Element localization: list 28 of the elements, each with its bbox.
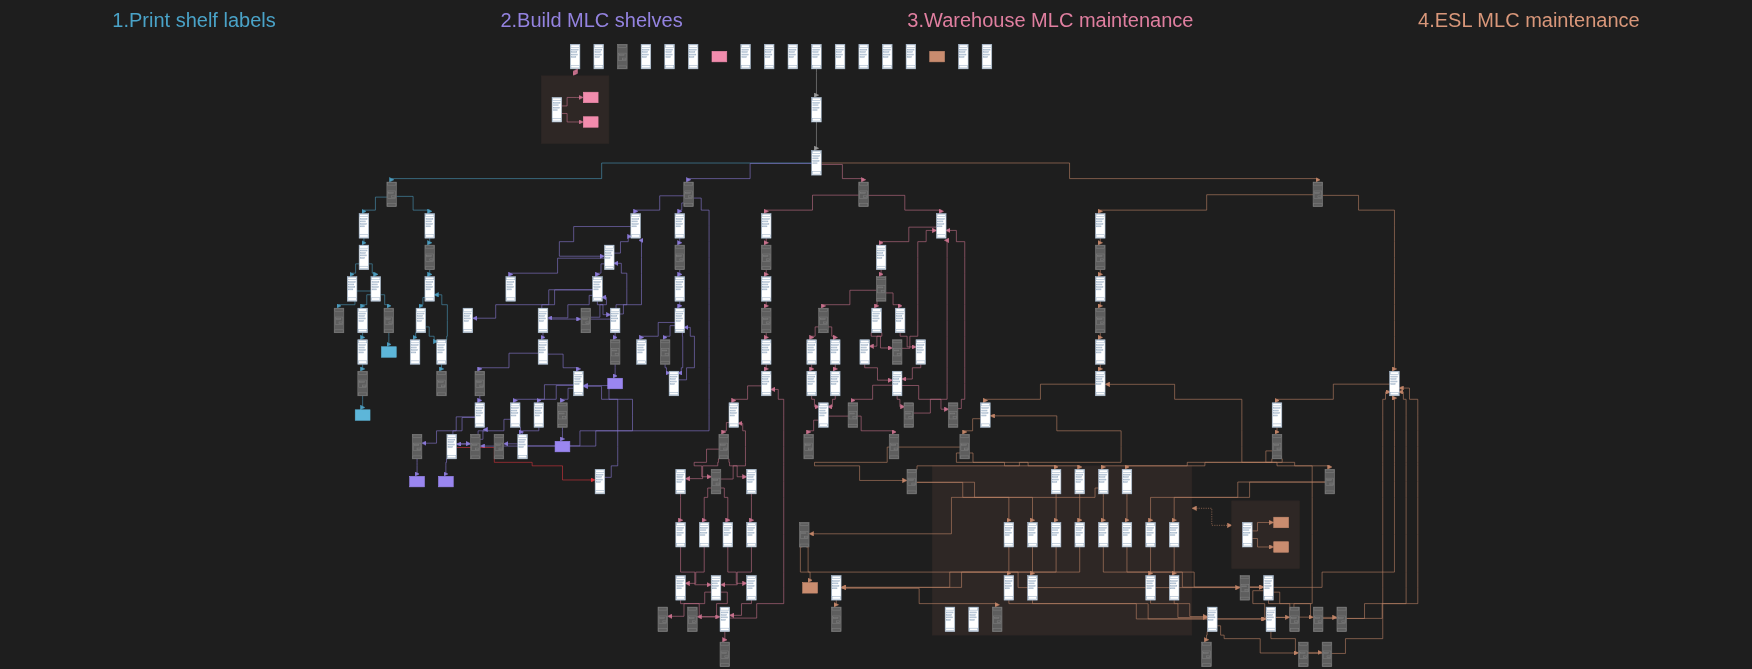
node-box [409, 476, 425, 488]
node-box [583, 91, 599, 103]
node-box [438, 476, 454, 488]
node-box [607, 377, 623, 390]
section-title: 3.Warehouse MLC maintenance [907, 8, 1194, 32]
arrow [1274, 427, 1280, 435]
node-box [381, 346, 397, 358]
node-box [929, 51, 945, 63]
section-title: 4.ESL MLC maintenance [1418, 8, 1640, 32]
node-box [1273, 516, 1289, 528]
section-title: 1.Print shelf labels [112, 8, 276, 32]
node-box [802, 582, 818, 594]
node-box [1273, 541, 1289, 553]
node-box [583, 116, 599, 128]
node-box [554, 441, 571, 453]
arrow [763, 269, 769, 277]
cluster [1231, 500, 1300, 569]
node-box [354, 409, 371, 421]
section-title: 2.Build MLC shelves [500, 8, 683, 32]
arrow [572, 68, 578, 77]
cluster [932, 465, 1193, 636]
arrow [763, 332, 769, 340]
arrow [518, 427, 524, 435]
arrow [878, 269, 884, 277]
node-box [711, 51, 728, 63]
arrow [412, 332, 418, 340]
arrow [477, 395, 483, 403]
cluster [541, 75, 610, 144]
